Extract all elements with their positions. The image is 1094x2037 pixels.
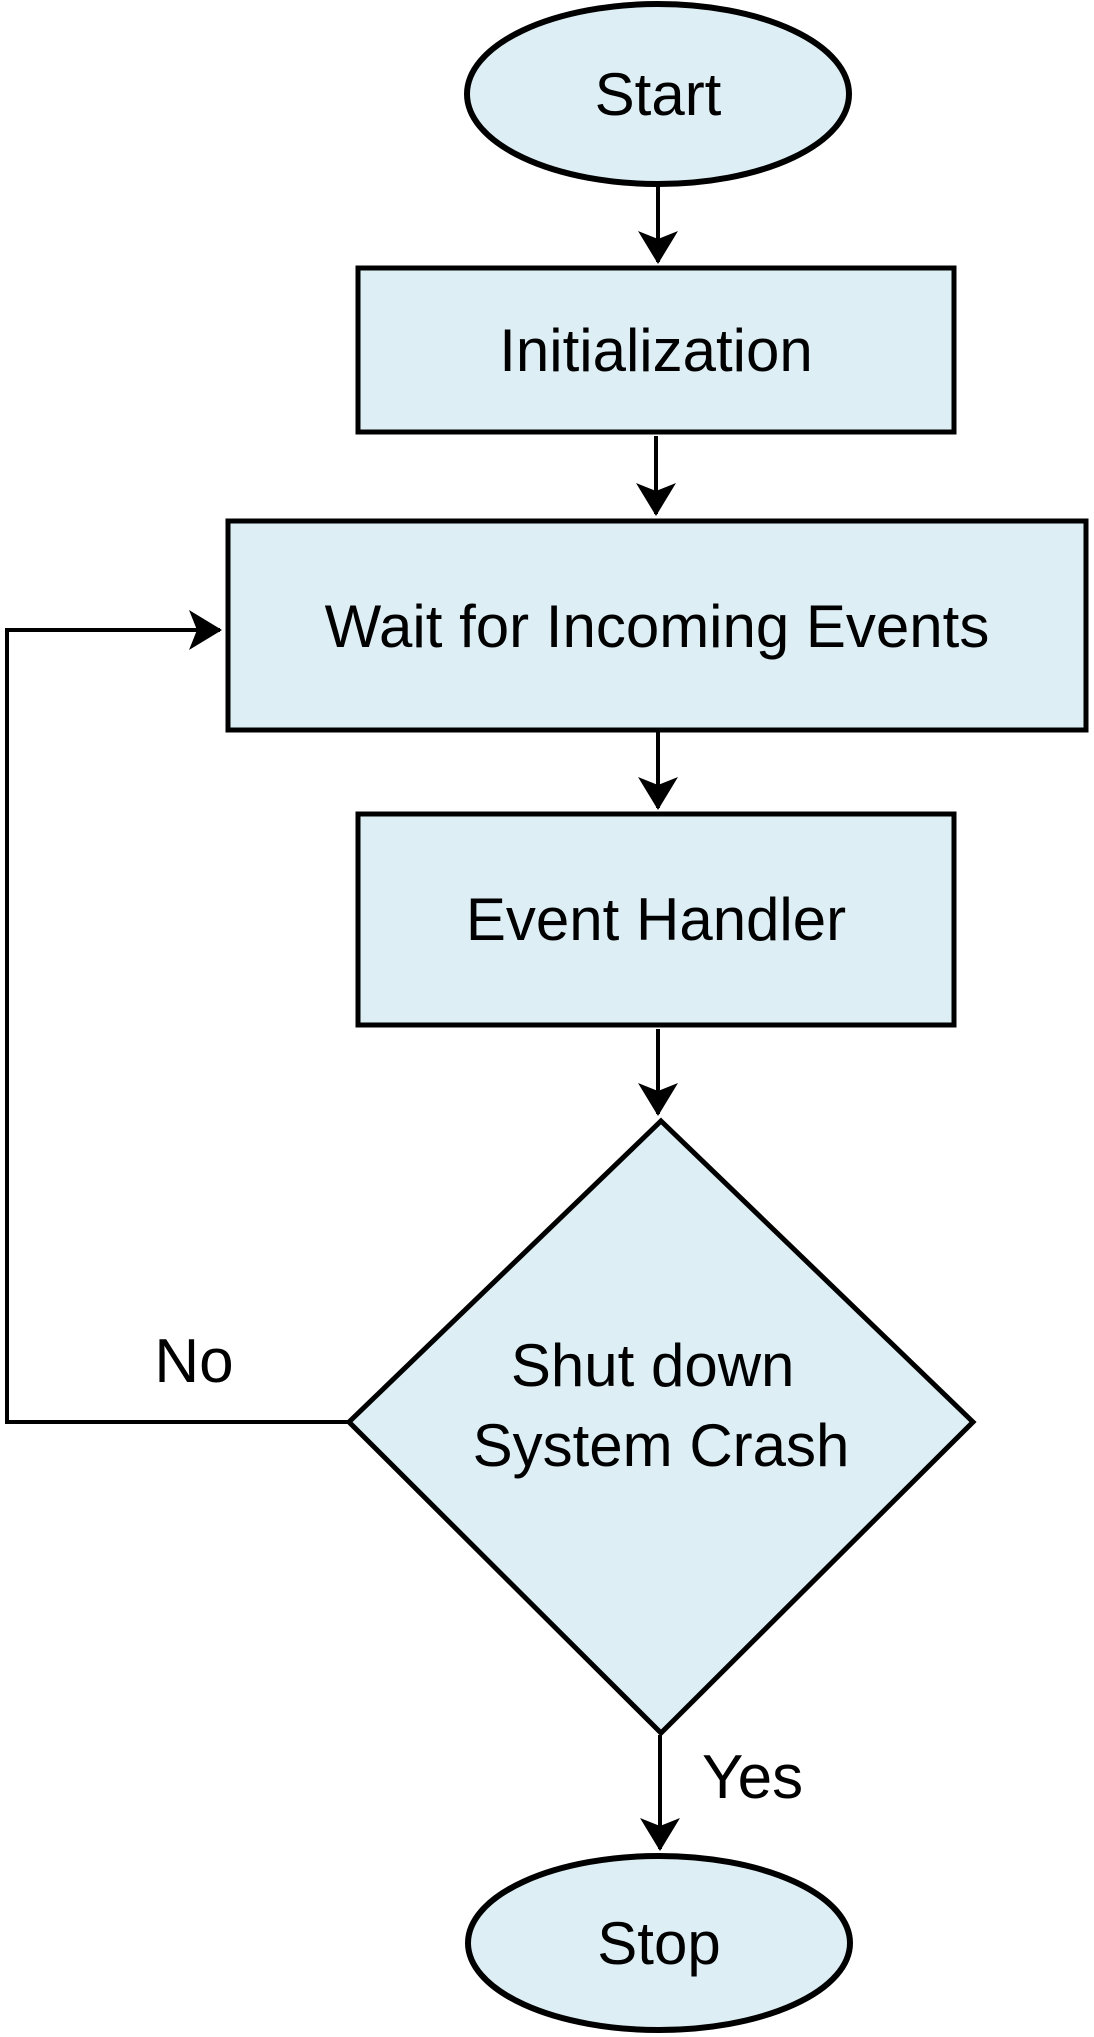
edge-group	[5, 186, 680, 1851]
no-edge-label: No	[154, 1327, 233, 1396]
decision-label-line2: System Crash	[473, 1412, 850, 1479]
start-node	[464, 1, 852, 187]
stop-node-label: Stop	[597, 1910, 720, 1977]
event-handler-node-label: Event Handler	[466, 886, 846, 953]
start-node-label: Start	[595, 61, 722, 128]
wait-node	[225, 518, 1089, 733]
stop-node	[465, 1853, 853, 2033]
wait-node-label: Wait for Incoming Events	[325, 593, 990, 660]
decision-node	[345, 1117, 977, 1737]
initialization-node-label: Initialization	[499, 317, 813, 384]
decision-label-line1: Shut down	[511, 1332, 795, 1399]
initialization-node	[355, 265, 957, 435]
yes-edge-label: Yes	[702, 1743, 803, 1812]
edge-decision-to-wait-no-loop	[5, 610, 349, 1424]
decision-node-label: Shut down System Crash	[473, 1332, 850, 1479]
event-handler-node	[355, 811, 957, 1028]
